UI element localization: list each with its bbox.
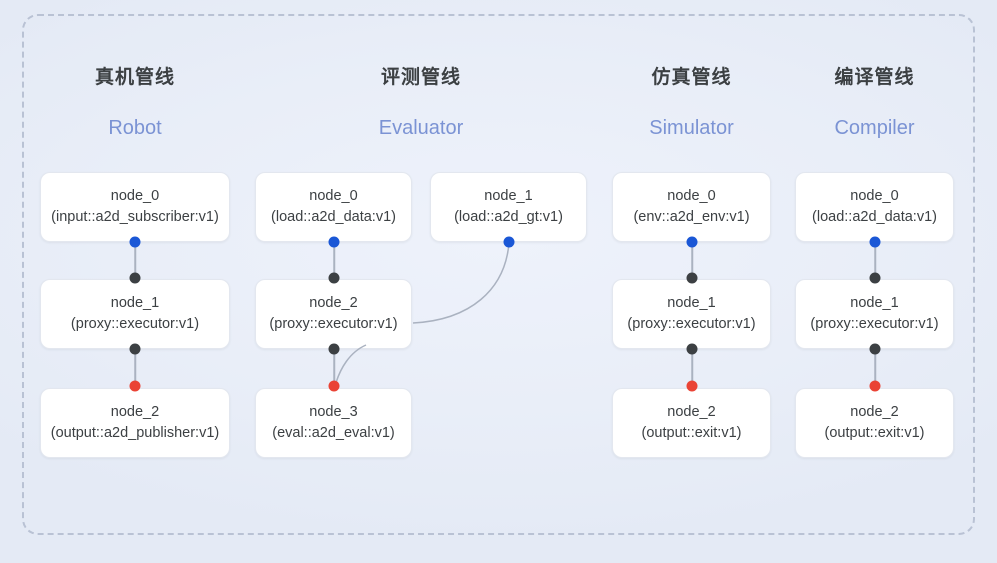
port-output-robot-1[interactable] xyxy=(129,343,141,355)
edge-simulator-1-2 xyxy=(691,349,693,386)
port-input-evaluator-3[interactable] xyxy=(328,380,340,392)
edge-compiler-1-2 xyxy=(874,349,876,386)
port-input-robot-1[interactable] xyxy=(129,272,141,284)
node-card-compiler-2[interactable]: node_2 (output::exit:v1) xyxy=(795,388,954,458)
column-title-cn-simulator: 仿真管线 xyxy=(651,67,732,88)
node-name: node_1 xyxy=(667,294,716,311)
port-output-compiler-0[interactable] xyxy=(869,236,881,248)
column-title-en-robot: Robot xyxy=(108,117,162,139)
port-output-simulator-1[interactable] xyxy=(686,343,698,355)
node-name: node_0 xyxy=(667,187,716,204)
node-card-simulator-2[interactable]: node_2 (output::exit:v1) xyxy=(612,388,771,458)
column-title-en-evaluator: Evaluator xyxy=(378,117,464,139)
node-spec: (eval::a2d_eval:v1) xyxy=(272,425,395,441)
port-output-compiler-1[interactable] xyxy=(869,343,881,355)
node-name: node_2 xyxy=(667,403,716,420)
port-output-robot-0[interactable] xyxy=(129,236,141,248)
diagram-dashed-frame xyxy=(22,14,975,535)
port-output-simulator-0[interactable] xyxy=(686,236,698,248)
node-name: node_0 xyxy=(309,187,358,204)
node-spec: (proxy::executor:v1) xyxy=(810,316,939,332)
edge-robot-0-1 xyxy=(134,242,136,278)
node-name: node_1 xyxy=(110,294,160,311)
node-name: node_2 xyxy=(309,294,358,311)
edge-evaluator-0-2 xyxy=(333,242,335,278)
node-name: node_0 xyxy=(110,187,160,204)
column-header-compiler: 编译管线 Compiler xyxy=(795,62,954,140)
port-input-simulator-1[interactable] xyxy=(686,272,698,284)
node-card-simulator-0[interactable]: node_0 (env::a2d_env:v1) xyxy=(612,172,771,242)
node-spec: (proxy::executor:v1) xyxy=(269,316,398,332)
node-spec: (proxy::executor:v1) xyxy=(627,316,756,332)
port-input-robot-2[interactable] xyxy=(129,380,141,392)
node-name: node_0 xyxy=(850,187,899,204)
edge-compiler-0-1 xyxy=(874,242,876,278)
column-title-cn-evaluator: 评测管线 xyxy=(380,67,461,88)
node-card-compiler-1[interactable]: node_1 (proxy::executor:v1) xyxy=(795,279,954,349)
node-card-evaluator-1[interactable]: node_1 (load::a2d_gt:v1) xyxy=(430,172,587,242)
column-title-en-compiler: Compiler xyxy=(834,117,915,139)
port-input-simulator-2[interactable] xyxy=(686,380,698,392)
node-spec: (output::exit:v1) xyxy=(824,425,925,441)
node-card-robot-0[interactable]: node_0 (input::a2d_subscriber:v1) xyxy=(40,172,230,242)
port-output-evaluator-2[interactable] xyxy=(328,343,340,355)
node-spec: (output::exit:v1) xyxy=(641,425,742,441)
node-card-evaluator-2[interactable]: node_2 (proxy::executor:v1) xyxy=(255,279,412,349)
edge-executor-to-eval xyxy=(334,344,367,387)
node-card-robot-2[interactable]: node_2 (output::a2d_publisher:v1) xyxy=(40,388,230,458)
node-spec: (input::a2d_subscriber:v1) xyxy=(51,209,219,225)
port-input-compiler-1[interactable] xyxy=(869,272,881,284)
port-output-evaluator-0[interactable] xyxy=(328,236,340,248)
node-spec: (load::a2d_gt:v1) xyxy=(454,209,563,225)
column-title-cn-robot: 真机管线 xyxy=(94,67,175,88)
column-header-simulator: 仿真管线 Simulator xyxy=(612,62,771,140)
edge-simulator-0-1 xyxy=(691,242,693,278)
node-spec: (env::a2d_env:v1) xyxy=(633,209,750,225)
edge-gt-to-executor xyxy=(412,242,510,324)
column-header-evaluator: 评测管线 Evaluator xyxy=(255,62,587,140)
node-card-evaluator-3[interactable]: node_3 (eval::a2d_eval:v1) xyxy=(255,388,412,458)
node-spec: (proxy::executor:v1) xyxy=(70,316,200,332)
port-input-evaluator-2[interactable] xyxy=(328,272,340,284)
node-name: node_2 xyxy=(850,403,899,420)
column-header-robot: 真机管线 Robot xyxy=(40,62,230,140)
edge-evaluator-2-3 xyxy=(333,349,335,386)
node-card-simulator-1[interactable]: node_1 (proxy::executor:v1) xyxy=(612,279,771,349)
node-card-evaluator-0[interactable]: node_0 (load::a2d_data:v1) xyxy=(255,172,412,242)
column-title-cn-compiler: 编译管线 xyxy=(834,67,915,88)
node-name: node_1 xyxy=(850,294,899,311)
column-title-en-simulator: Simulator xyxy=(649,117,734,139)
node-spec: (load::a2d_data:v1) xyxy=(812,209,937,225)
port-output-evaluator-1[interactable] xyxy=(503,236,515,248)
port-input-compiler-2[interactable] xyxy=(869,380,881,392)
node-spec: (load::a2d_data:v1) xyxy=(271,209,396,225)
edge-robot-1-2 xyxy=(134,349,136,386)
node-name: node_3 xyxy=(309,403,358,420)
node-name: node_1 xyxy=(484,187,533,204)
node-card-robot-1[interactable]: node_1 (proxy::executor:v1) xyxy=(40,279,230,349)
node-card-compiler-0[interactable]: node_0 (load::a2d_data:v1) xyxy=(795,172,954,242)
node-spec: (output::a2d_publisher:v1) xyxy=(50,425,220,441)
node-name: node_2 xyxy=(110,403,160,420)
